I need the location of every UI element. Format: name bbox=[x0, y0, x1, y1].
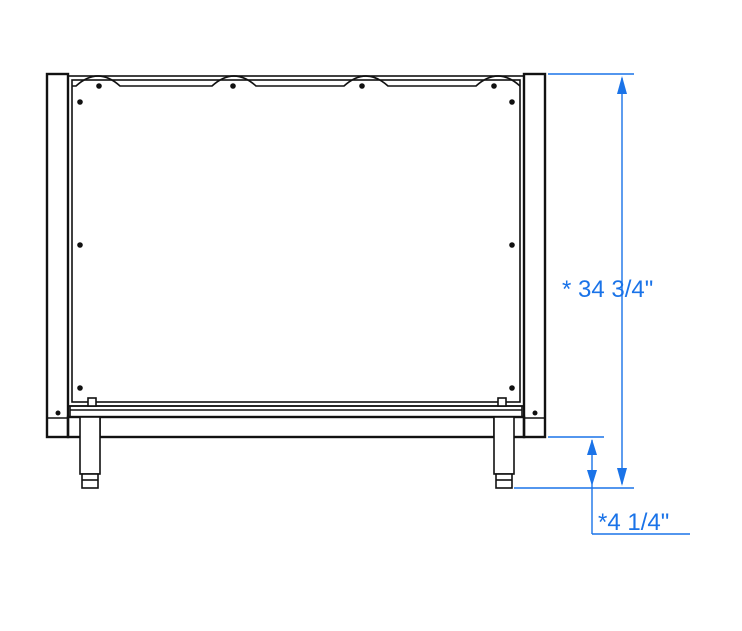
arrow-up-icon bbox=[587, 439, 597, 455]
height-dimension-label: * 34 3/4" bbox=[562, 276, 653, 303]
leg-dimension-label: *4 1/4" bbox=[598, 509, 669, 536]
fastener-dot bbox=[230, 83, 236, 89]
fastener-dot bbox=[77, 385, 83, 391]
arrow-down-icon bbox=[587, 470, 597, 486]
left-side-post bbox=[45, 72, 70, 439]
left-leg bbox=[79, 416, 101, 489]
fastener-dot bbox=[509, 385, 515, 391]
arrow-up-icon bbox=[617, 76, 627, 94]
right-leg bbox=[493, 416, 515, 489]
top-scalloped-rail bbox=[72, 75, 521, 87]
fastener-dot bbox=[77, 99, 83, 105]
bottom-shelf bbox=[69, 397, 523, 418]
back-panel bbox=[67, 75, 525, 407]
fastener-dot bbox=[96, 83, 102, 89]
lower-cross-bar bbox=[66, 415, 526, 439]
right-side-post bbox=[522, 72, 547, 439]
fastener-dot bbox=[509, 99, 515, 105]
fastener-dot bbox=[509, 242, 515, 248]
fastener-dot bbox=[491, 83, 497, 89]
fastener-dot bbox=[77, 242, 83, 248]
leg-height-dimension: *4 1/4" bbox=[548, 436, 690, 536]
overall-height-dimension: * 34 3/4" bbox=[514, 73, 653, 489]
arrow-down-icon bbox=[617, 468, 627, 486]
fastener-dot bbox=[359, 83, 365, 89]
